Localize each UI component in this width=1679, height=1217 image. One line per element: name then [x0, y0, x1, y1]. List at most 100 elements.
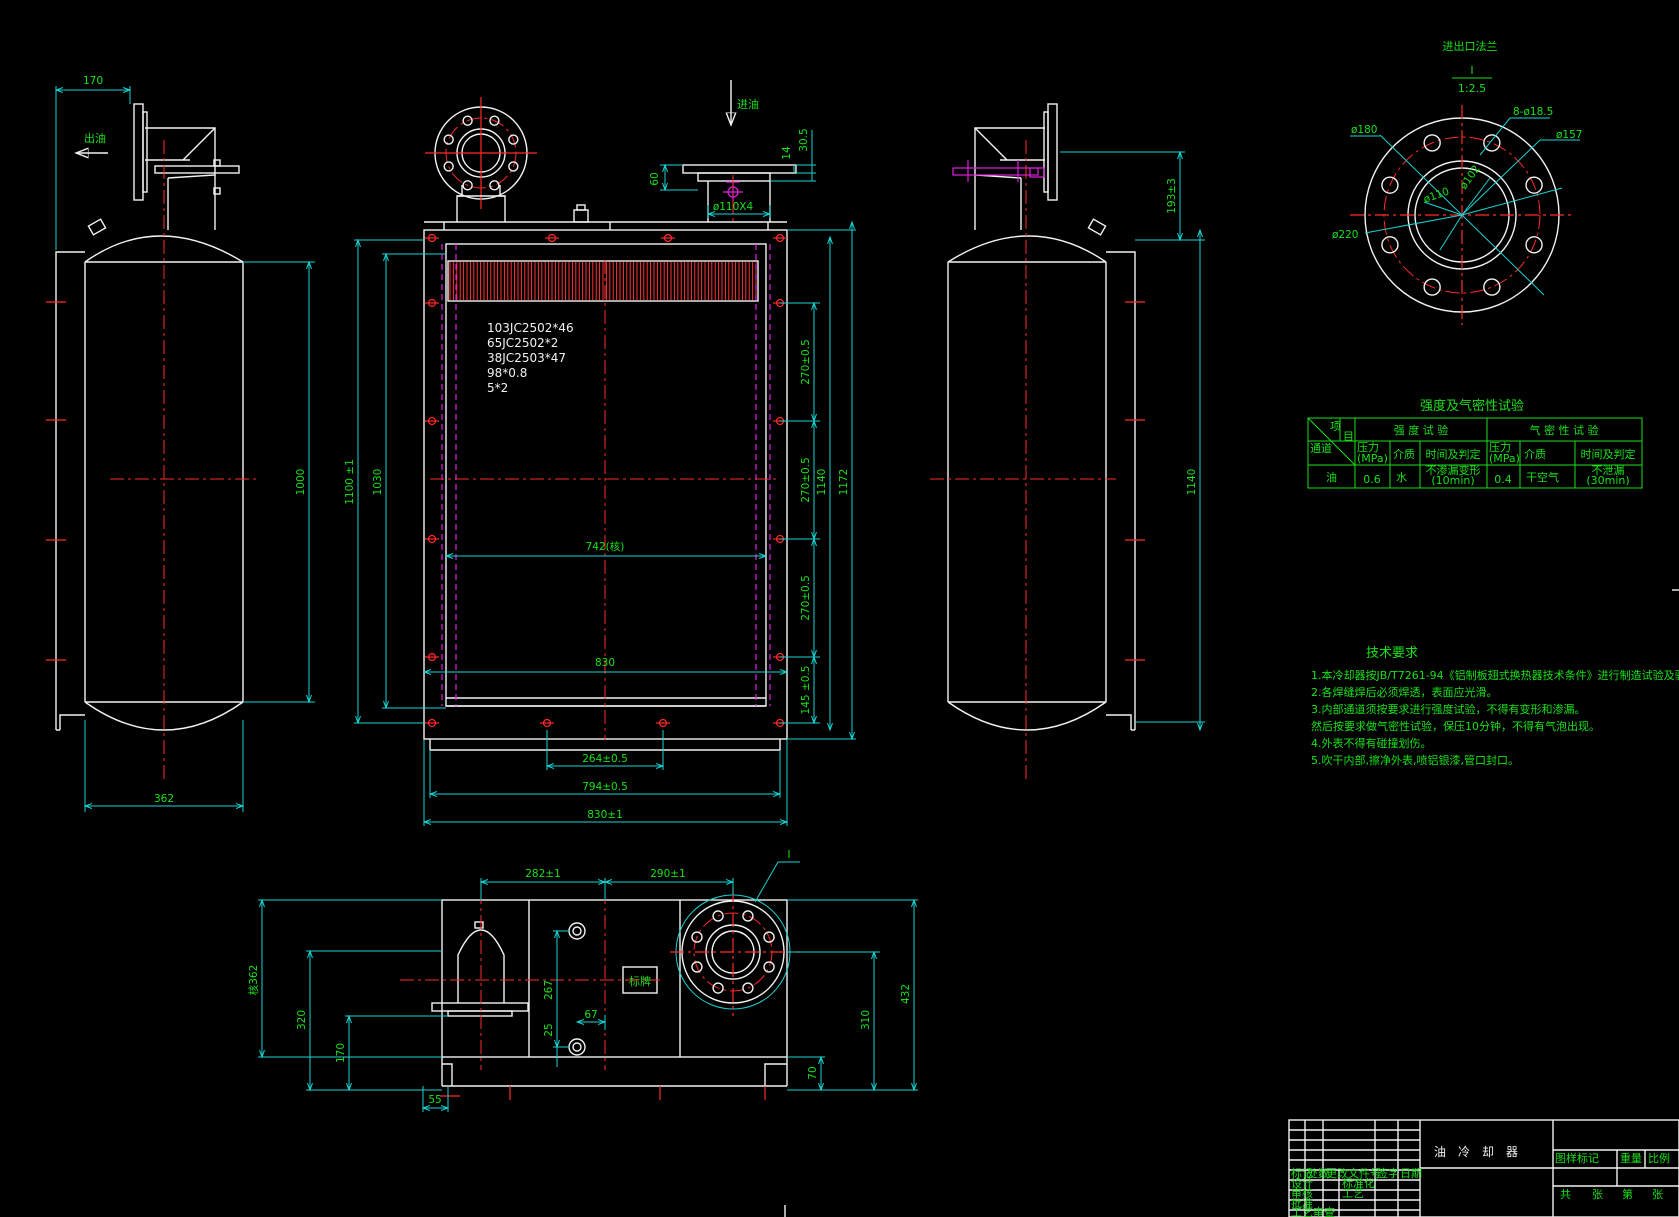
tightness-time: (30min) [1586, 474, 1629, 487]
spec-line: 65JC2502*2 [487, 336, 558, 350]
dim-145: 145 ±0.5 [800, 666, 812, 715]
flange-hole [763, 961, 775, 973]
dim-67: 67 [584, 1009, 597, 1021]
flange-title: 进出口法兰 [1443, 39, 1498, 53]
dim-270-b: 270±0.5 [800, 457, 812, 503]
tech-line: 4.外表不得有碰撞划伤。 [1311, 736, 1432, 750]
strength-pressure: 0.6 [1363, 473, 1381, 486]
flange-hole [489, 180, 500, 191]
duration-header-1: 时间及判定 [1426, 447, 1481, 461]
flange-detail: 进出口法兰 I 1:2.5 8-ø18.5 ø157 ø180 ø110 ø10… [1332, 39, 1582, 325]
spec-line: 98*0.8 [487, 366, 527, 380]
dim-270-c: 270±0.5 [800, 575, 812, 621]
dim-pipe: ø110X4 [713, 201, 754, 213]
holes-label: 8-ø18.5 [1513, 106, 1553, 118]
dim-310: 310 [860, 1010, 872, 1030]
dim-1140-right: 1140 [1186, 469, 1198, 496]
dim-830-overall: 830±1 [587, 809, 623, 821]
unit-header-2: (MPa) [1489, 452, 1520, 465]
corner-top: 项 [1330, 420, 1341, 433]
left-side-view: 170 1000 362 出油 [46, 75, 315, 812]
tech-line: 3.内部通道须按要求进行强度试验，不得有变形和渗漏。 [1311, 702, 1586, 716]
dim-1100: 1100 ±1 [344, 459, 356, 505]
unit-header-1: (MPa) [1357, 452, 1388, 465]
dim-1172: 1172 [838, 469, 850, 496]
corner-bot: 通道 [1310, 441, 1332, 455]
spec-line: 5*2 [487, 381, 508, 395]
col-sheets-2: 张 [1652, 1188, 1663, 1201]
flange-hole [1423, 134, 1441, 152]
fin-pattern [449, 262, 757, 300]
corner-mid: 目 [1343, 430, 1354, 443]
flange-hole [508, 134, 519, 145]
dim-193: 193±3 [1166, 178, 1178, 214]
spec-line: 103JC2502*46 [487, 321, 574, 335]
flange-hole [443, 134, 454, 145]
pressure-header-1: 压力 [1357, 441, 1379, 454]
flange-hole [508, 161, 519, 172]
title-label: 更改文件号 [1326, 1166, 1381, 1180]
bottom-view: 标牌 282±1 290±1 I 核362 320 170 55 267 25 … [247, 848, 918, 1112]
dim-170: 170 [83, 75, 103, 87]
inlet-label: 进油 [737, 97, 759, 111]
title-label: 标记 [1291, 1166, 1313, 1180]
flange-hole [742, 982, 754, 994]
col-no: 第 [1622, 1187, 1633, 1201]
flange-hole [1525, 176, 1543, 194]
spec-line: 38JC2503*47 [487, 351, 566, 365]
medium-header-2: 介质 [1524, 448, 1546, 461]
dim-55: 55 [428, 1094, 441, 1106]
dim-180: ø180 [1351, 124, 1377, 136]
tech-line: 5.吹干内部,擦净外表,喷铝银漆,管口封口。 [1311, 753, 1519, 767]
flange-hole [742, 910, 754, 922]
dim-1000: 1000 [295, 469, 307, 496]
flange-hole [1483, 134, 1501, 152]
dim-14: 14 [781, 146, 793, 160]
dim-157: ø157 [1556, 129, 1582, 141]
dim-362-bottom: 核362 [247, 965, 260, 996]
medium-header-1: 介质 [1393, 448, 1415, 461]
tightness-judgement: 不泄漏 [1592, 464, 1625, 477]
flange-hole [462, 180, 473, 191]
title-label: 签字 [1377, 1166, 1399, 1180]
channel-cell: 油 [1326, 470, 1337, 484]
section-mark: I [1470, 64, 1473, 77]
title-label: 批准 [1291, 1196, 1313, 1210]
flange-hole [691, 961, 703, 973]
dim-742: 742(核) [586, 540, 625, 553]
core-specification: 103JC2502*4665JC2502*238JC2503*4798*0.85… [487, 321, 574, 395]
front-view: 103JC2502*4665JC2502*238JC2503*4798*0.85… [344, 80, 856, 826]
dim-30-5: 30.5 [798, 128, 810, 151]
dim-70: 70 [807, 1066, 819, 1079]
col-sheets-1: 张 [1592, 1188, 1603, 1201]
bottom-flange-holes [691, 910, 775, 994]
duration-header-2: 时间及判定 [1581, 447, 1636, 461]
dim-267: 267 [543, 980, 555, 1000]
title-label: 设计 [1291, 1177, 1313, 1190]
table-title: 强度及气密性试验 [1420, 398, 1524, 414]
dim-270-a: 270±0.5 [800, 339, 812, 385]
flange-hole [462, 115, 473, 126]
flange-hole [443, 161, 454, 172]
dim-110: ø110 [1422, 185, 1451, 205]
flange-hole [1423, 278, 1441, 296]
nameplate: 标牌 [629, 974, 651, 988]
title-label: 工艺审查 [1291, 1205, 1335, 1217]
scale-label: 1:2.5 [1458, 82, 1486, 95]
flange-hole [712, 982, 724, 994]
dim-25: 25 [543, 1023, 555, 1036]
right-side-view: 193±3 1140 [930, 103, 1205, 780]
dim-1140: 1140 [816, 469, 828, 496]
title-label: 处数 [1307, 1167, 1329, 1180]
strength-time: (10min) [1431, 474, 1474, 487]
title-label: 日期 [1400, 1167, 1422, 1180]
col-scale: 比例 [1648, 1151, 1670, 1165]
title-label: 标准化 [1342, 1176, 1375, 1190]
title-label: 审核 [1291, 1186, 1313, 1200]
tech-line: 然后按要求做气密性试验，保压10分钟，不得有气泡出现。 [1311, 719, 1600, 733]
strength-judgement: 不渗漏变形 [1426, 463, 1481, 477]
col-marking: 图样标记 [1555, 1151, 1599, 1165]
flange-bolt-holes [1381, 134, 1543, 296]
dim-830: 830 [595, 657, 615, 669]
